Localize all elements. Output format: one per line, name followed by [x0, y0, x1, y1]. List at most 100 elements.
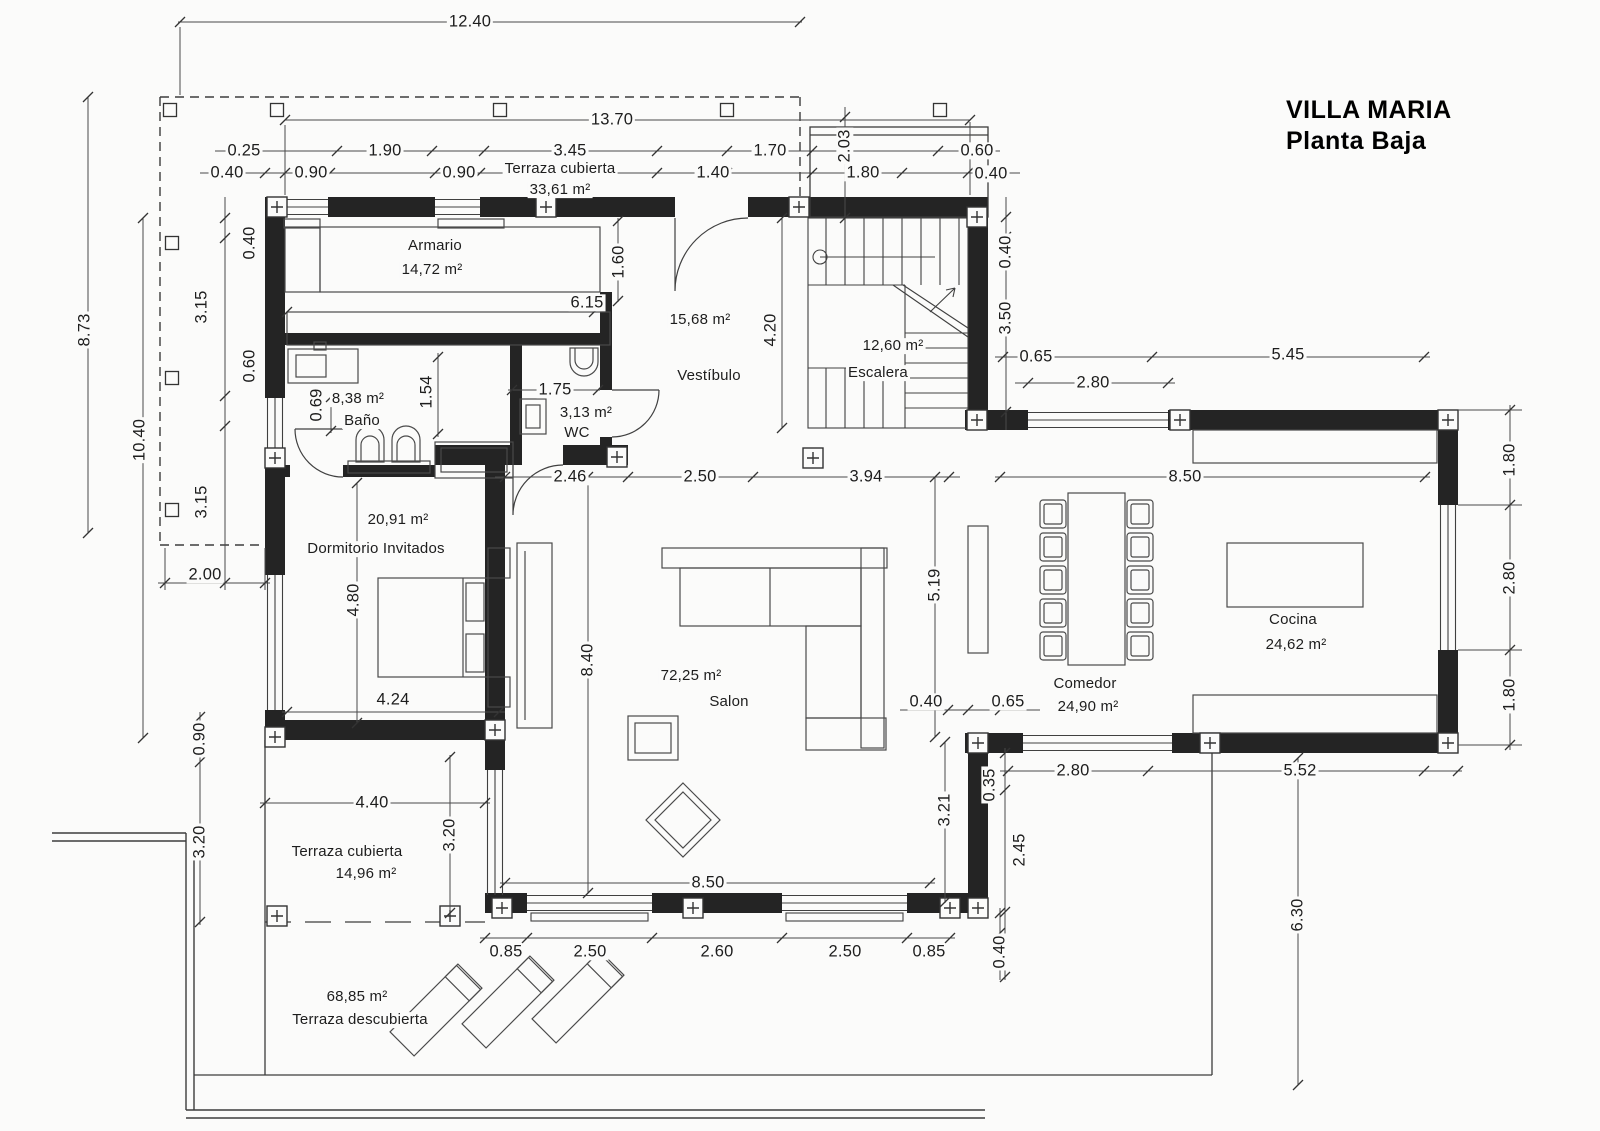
dim-top-3-45: 3.45 — [551, 141, 589, 160]
area-armario: 14,72 m² — [399, 261, 465, 279]
dim-top-0-25: 0.25 — [225, 141, 263, 160]
dim-hall-2-46: 2.46 — [551, 467, 589, 486]
area-terraza-cubierta-top: 33,61 m² — [527, 181, 593, 199]
room-terraza-cubierta-top: Terraza cubierta — [502, 160, 618, 178]
kitchen-counter-bottom — [1192, 694, 1438, 734]
dim-niche-2-45: 2.45 — [1010, 831, 1029, 869]
dim-terr-6-30: 6.30 — [1288, 896, 1307, 934]
area-bano: 8,38 m² — [329, 390, 387, 408]
area-comedor: 24,90 m² — [1055, 698, 1121, 716]
sun-loungers — [389, 950, 625, 1057]
dim-dorm-4-24: 4.24 — [374, 690, 412, 709]
dim-vest-1-60: 1.60 — [609, 243, 628, 281]
area-wc: 3,13 m² — [557, 404, 615, 422]
area-dormitorio: 20,91 m² — [365, 511, 431, 529]
sink-counter — [287, 348, 359, 384]
dim-top-1-70: 1.70 — [751, 141, 789, 160]
radiator — [283, 218, 321, 229]
sink-basin — [295, 354, 327, 378]
dim-top-0-90-b: 0.90 — [440, 163, 478, 182]
comedor-furniture — [1039, 492, 1154, 666]
dim-left-3-15-b: 3.15 — [192, 483, 211, 521]
dining-table — [1067, 492, 1126, 666]
dim-house-width: 13.70 — [588, 110, 636, 129]
coffee-table-inner — [634, 722, 672, 754]
dim-sb-0-85-a: 0.85 — [487, 942, 525, 961]
area-escalera: 12,60 m² — [860, 337, 926, 355]
room-cocina: Cocina — [1267, 611, 1319, 629]
room-armario: Armario — [406, 237, 464, 255]
room-terraza-cubierta-bottom: Terraza cubierta — [289, 843, 405, 861]
dim-left-2-00: 2.00 — [186, 565, 224, 584]
dim-right-1-80-a: 1.80 — [1500, 441, 1519, 479]
dim-sb-2-50-a: 2.50 — [571, 942, 609, 961]
dim-terr-3-20-r: 3.20 — [440, 816, 459, 854]
dim-bano-1-54: 1.54 — [417, 373, 436, 411]
bed — [377, 577, 489, 678]
dim-bottom-5-52: 5.52 — [1281, 761, 1319, 780]
entry-door — [674, 217, 749, 292]
dim-armario-6-15: 6.15 — [568, 293, 606, 312]
dim-left-8-73: 8.73 — [75, 311, 94, 349]
dim-mid-0-40: 0.40 — [907, 692, 945, 711]
room-comedor: Comedor — [1051, 675, 1119, 693]
garden-wall — [52, 832, 985, 1119]
dim-sb-2-50-b: 2.50 — [826, 942, 864, 961]
cocina-furniture — [1192, 429, 1438, 734]
bano-fixtures — [287, 341, 514, 479]
faucet — [313, 341, 327, 351]
coffee-table — [627, 715, 679, 761]
dim-top-1-90: 1.90 — [366, 141, 404, 160]
dim-terr-0-90: 0.90 — [190, 720, 209, 758]
wc-basin-inner — [525, 404, 541, 429]
dim-sb-0-85-b: 0.85 — [910, 942, 948, 961]
drawing-title-block: VILLA MARIA Planta Baja — [1286, 95, 1452, 157]
dim-terr-3-20-l: 3.20 — [190, 823, 209, 861]
dim-kitchen-2-80: 2.80 — [1074, 373, 1112, 392]
bano-door — [294, 428, 344, 478]
kitchen-island — [1226, 542, 1364, 608]
salon-furniture — [516, 525, 989, 858]
room-bano: Baño — [342, 412, 382, 430]
dim-bottom-2-80: 2.80 — [1054, 761, 1092, 780]
drawing-title: VILLA MARIA — [1286, 96, 1452, 124]
wc-fixtures — [519, 347, 599, 435]
room-vestibulo: Vestíbulo — [675, 367, 743, 385]
dim-salon-5-19: 5.19 — [925, 566, 944, 604]
dim-top-1-80: 1.80 — [844, 163, 882, 182]
room-escalera: Escalera — [846, 364, 910, 382]
area-cocina: 24,62 m² — [1263, 636, 1329, 654]
area-terraza-cubierta-bottom: 14,96 m² — [333, 865, 399, 883]
dim-right-2-80: 2.80 — [1500, 559, 1519, 597]
dim-top-0-40-b: 0.40 — [972, 164, 1010, 183]
nightstand — [487, 676, 511, 708]
property-boundary — [159, 96, 801, 546]
radiator — [437, 218, 505, 229]
dim-kitchen-5-45: 5.45 — [1269, 345, 1307, 364]
dim-kitchen-0-65: 0.65 — [1017, 347, 1055, 366]
dim-porch-2-03: 2.03 — [835, 127, 854, 165]
dim-terr-4-40: 4.40 — [353, 793, 391, 812]
shower — [434, 441, 514, 479]
dim-stair-4-20: 4.20 — [761, 311, 780, 349]
cistern-shelf — [347, 460, 431, 474]
area-salon: 72,25 m² — [658, 667, 724, 685]
dim-kitchen-8-50: 8.50 — [1166, 467, 1204, 486]
side-table-inner — [654, 791, 712, 849]
dim-left-0-40: 0.40 — [240, 224, 259, 262]
room-wc: WC — [562, 424, 592, 442]
bidet-inner — [396, 435, 416, 462]
area-terraza-descubierta: 68,85 m² — [324, 988, 390, 1006]
tv-unit — [516, 542, 553, 729]
area-vestibulo: 15,68 m² — [667, 311, 733, 329]
wc-door — [611, 389, 660, 438]
dim-left-0-60: 0.60 — [240, 347, 259, 385]
pillow — [465, 582, 485, 622]
dim-stair-0-40: 0.40 — [996, 233, 1015, 271]
room-terraza-descubierta: Terraza descubierta — [290, 1011, 430, 1029]
shower-inner — [440, 447, 508, 473]
dormitorio-furniture — [377, 547, 511, 708]
room-dormitorio: Dormitorio Invitados — [305, 540, 447, 558]
